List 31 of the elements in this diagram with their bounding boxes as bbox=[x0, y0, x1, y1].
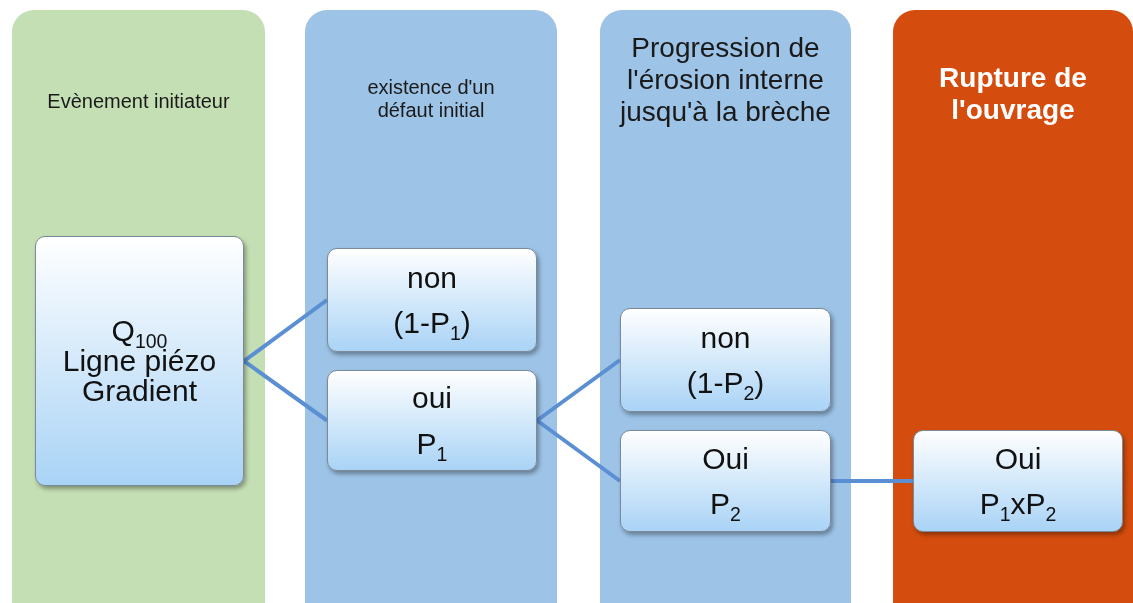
outcome-box bbox=[620, 308, 831, 412]
box-label: (1-P$_{2}$) bbox=[686, 365, 765, 402]
column-band bbox=[305, 10, 557, 603]
column-heading: Evènement initiateur bbox=[46, 90, 231, 113]
outcome-box bbox=[327, 248, 537, 352]
box-label: Oui bbox=[994, 440, 1042, 477]
outcome-box bbox=[327, 370, 537, 471]
connector-line bbox=[242, 359, 329, 423]
box-label: Gradient bbox=[81, 376, 198, 406]
column-heading: existence d'un défaut initial bbox=[366, 76, 496, 122]
connector-line bbox=[831, 479, 913, 483]
box-label: P$_{2}$ bbox=[710, 486, 741, 523]
outcome-box bbox=[913, 430, 1123, 532]
connector-line bbox=[242, 298, 329, 363]
box-label: non bbox=[406, 259, 458, 296]
box-label: non bbox=[700, 319, 751, 356]
box-label: (1-P$_{1}$) bbox=[393, 305, 471, 342]
outcome-box bbox=[620, 430, 831, 532]
box-label: oui bbox=[411, 380, 452, 416]
box-label: Q$_{100}$ bbox=[111, 316, 168, 346]
box-label: P$_{1}$xP$_{2}$ bbox=[979, 486, 1057, 523]
box-label: P$_{1}$ bbox=[416, 425, 448, 462]
column-band bbox=[12, 10, 265, 603]
connector-line bbox=[535, 358, 622, 423]
column-heading: Progression de l'érosion interne jusqu'à la brèche bbox=[618, 32, 832, 129]
column-band bbox=[893, 10, 1133, 603]
connector-line bbox=[535, 418, 622, 483]
outcome-box bbox=[35, 236, 244, 486]
column-heading: Rupture de l'ouvrage bbox=[938, 62, 1088, 127]
column-band bbox=[600, 10, 851, 603]
box-label: Oui bbox=[702, 440, 749, 477]
